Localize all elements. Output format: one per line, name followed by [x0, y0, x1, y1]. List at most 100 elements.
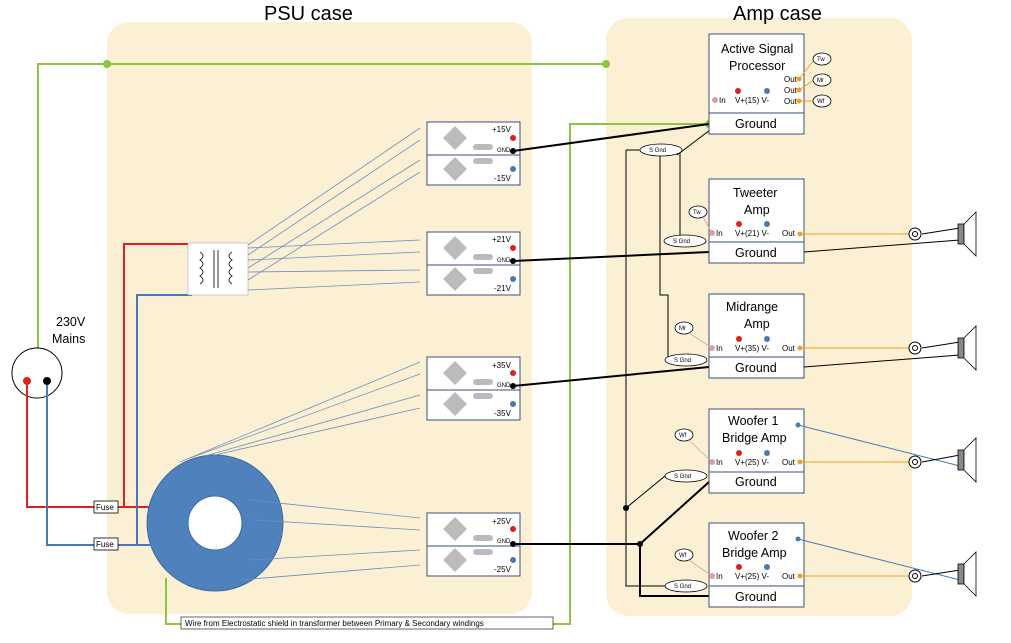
amp-case-title: Amp case: [733, 3, 822, 25]
svg-text:V+(25) V-: V+(25) V-: [735, 458, 769, 467]
svg-text:In: In: [719, 96, 726, 105]
svg-text:Ground: Ground: [735, 590, 777, 604]
mains-label: Mains: [52, 332, 85, 346]
earth-junction: [602, 60, 610, 68]
mains-neutral-pin: [43, 377, 51, 385]
svg-text:Woofer 1: Woofer 1: [728, 414, 779, 428]
woofer-1-amp: Woofer 1 Bridge Amp In V+(25) V- Out Gro…: [708, 408, 805, 494]
processor-output-wires: [798, 59, 815, 102]
svg-text:GND: GND: [497, 258, 511, 264]
svg-text:Ground: Ground: [735, 361, 777, 375]
psu-module: +35V GND -35V: [426, 356, 521, 421]
svg-text:Wf: Wf: [817, 99, 825, 105]
tag-tw: Tw: [688, 205, 708, 219]
svg-text:-15V: -15V: [494, 174, 512, 183]
svg-text:Woofer 2: Woofer 2: [728, 529, 779, 543]
svg-text:In: In: [716, 458, 723, 467]
toroid-hole: [187, 495, 243, 551]
sgnd-junction: [623, 505, 629, 511]
tag-tw: Tw: [812, 52, 832, 66]
svg-text:-35V: -35V: [494, 409, 512, 418]
speaker-wires: [797, 227, 961, 581]
tag-mr: Mr: [674, 321, 694, 335]
svg-text:S Gnd: S Gnd: [674, 584, 691, 590]
ground-wires: [512, 123, 710, 597]
midrange-amp: Midrange Amp In V+(35) V- Out Ground: [708, 293, 805, 379]
svg-text:Wf: Wf: [679, 553, 687, 559]
ground-junction: [637, 541, 643, 547]
small-transformer: [187, 242, 249, 296]
svg-text:Amp: Amp: [744, 317, 770, 331]
shield-note: Wire from Electrostatic shield in transf…: [185, 619, 484, 628]
svg-text:Ground: Ground: [735, 117, 777, 131]
svg-text:Tw: Tw: [693, 210, 701, 216]
psu-module: +15V GND -15V: [426, 121, 521, 186]
sgnd-tag: S Gnd: [664, 469, 708, 483]
sgnd-tag: S Gnd: [663, 234, 707, 248]
speaker-icon: [908, 437, 977, 483]
svg-text:Wf: Wf: [679, 433, 687, 439]
tag-wf: Wf: [674, 548, 694, 562]
svg-text:-25V: -25V: [494, 565, 512, 574]
svg-text:Amp: Amp: [744, 203, 770, 217]
svg-text:Tweeter: Tweeter: [733, 186, 777, 200]
svg-text:S Gnd: S Gnd: [673, 239, 690, 245]
shield-note-box: [180, 616, 554, 630]
woofer-2-amp: Woofer 2 Bridge Amp In V+(25) V- Out Gro…: [708, 522, 805, 608]
fuse-neutral: [93, 537, 119, 551]
svg-text:Mr: Mr: [679, 326, 686, 332]
svg-text:GND: GND: [497, 539, 511, 545]
svg-text:Mr: Mr: [817, 78, 824, 84]
tweeter-amp: Tweeter Amp In V+(21) V- Out Ground: [708, 178, 805, 264]
svg-text:Out: Out: [782, 229, 796, 238]
svg-text:Midrange: Midrange: [726, 300, 778, 314]
svg-text:S Gnd: S Gnd: [674, 474, 691, 480]
tag-wf: Wf: [674, 428, 694, 442]
svg-text:-21V: -21V: [494, 284, 512, 293]
svg-text:S Gnd: S Gnd: [649, 148, 666, 154]
svg-text:Ground: Ground: [735, 475, 777, 489]
mains-label: 230V: [56, 315, 86, 329]
tag-wf: Wf: [812, 94, 832, 108]
fuse-label: Fuse: [96, 503, 114, 512]
svg-text:In: In: [716, 572, 723, 581]
svg-text:Active Signal: Active Signal: [721, 42, 793, 56]
sgnd-tag: S Gnd: [664, 579, 708, 593]
speaker-icon: [908, 551, 977, 597]
svg-text:Bridge Amp: Bridge Amp: [722, 546, 787, 560]
svg-text:+15V: +15V: [492, 125, 512, 134]
fuse-live: [93, 500, 119, 514]
psu-module: +21V GND -21V: [426, 231, 521, 296]
svg-text:Out: Out: [782, 344, 796, 353]
svg-text:V+(15) V-: V+(15) V-: [735, 96, 769, 105]
svg-text:Ground: Ground: [735, 246, 777, 260]
svg-text:Tw: Tw: [817, 57, 825, 63]
speaker-icon: [908, 325, 977, 371]
svg-text:V+(35) V-: V+(35) V-: [735, 344, 769, 353]
amp-input-wires: [688, 216, 713, 577]
svg-text:Out: Out: [782, 572, 796, 581]
svg-text:V+(25) V-: V+(25) V-: [735, 572, 769, 581]
tag-mr: Mr: [812, 73, 832, 87]
active-signal-processor: Active Signal Processor In V+(15) V- Out…: [708, 33, 805, 135]
svg-text:Out: Out: [784, 86, 798, 95]
svg-text:Processor: Processor: [729, 59, 785, 73]
mains-socket: [11, 347, 63, 399]
svg-text:Out: Out: [784, 97, 798, 106]
sgnd-tag: S Gnd: [639, 143, 683, 157]
fuse-label: Fuse: [96, 540, 114, 549]
svg-text:S Gnd: S Gnd: [674, 358, 691, 364]
svg-text:GND: GND: [497, 383, 511, 389]
earth-wires: [37, 63, 709, 625]
svg-text:+25V: +25V: [492, 517, 512, 526]
earth-junction: [103, 60, 111, 68]
svg-text:Bridge Amp: Bridge Amp: [722, 431, 787, 445]
svg-text:GND: GND: [497, 148, 511, 154]
svg-text:+35V: +35V: [492, 361, 512, 370]
secondary-wires: [179, 127, 421, 581]
sgnd-tag: S Gnd: [664, 353, 708, 367]
psu-case-title: PSU case: [264, 3, 353, 25]
svg-text:+21V: +21V: [492, 235, 512, 244]
svg-text:Out: Out: [782, 458, 796, 467]
